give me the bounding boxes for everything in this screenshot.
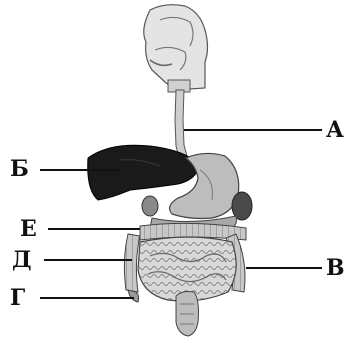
label-b: Б	[10, 156, 29, 182]
gallbladder	[142, 196, 158, 216]
ascending-colon	[124, 234, 140, 292]
label-d: Д	[12, 247, 32, 273]
label-g: Г	[10, 285, 25, 311]
label-e: Е	[20, 216, 37, 242]
label-a: А	[326, 117, 344, 143]
label-v: В	[326, 255, 345, 281]
head-cross-section	[144, 5, 208, 92]
